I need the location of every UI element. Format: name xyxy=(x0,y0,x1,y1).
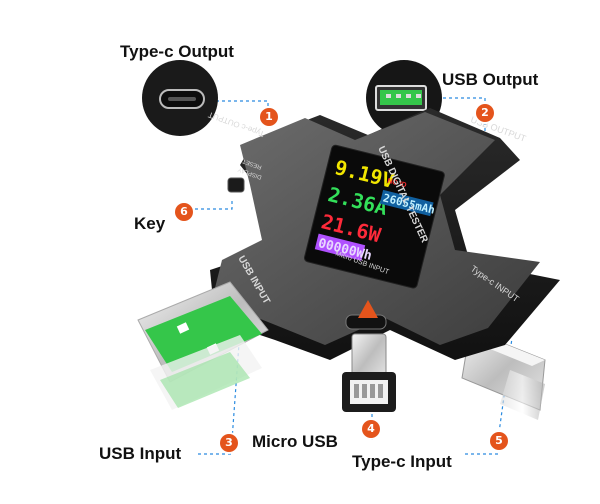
lcd-screen: 9.19V 2.36A 21.6W 00000Wh NO ID 26055mAh xyxy=(303,144,445,289)
typec-output-thumbnail xyxy=(142,60,218,136)
typec-input-label: Type-c Input xyxy=(352,452,452,471)
callout-2-badge: 2 xyxy=(476,104,494,122)
typec-output-port-label: Type-c OUTPUT xyxy=(207,110,266,139)
usb-input-label: USB Input xyxy=(99,444,182,463)
callout-6-badge: 6 xyxy=(175,203,193,221)
side-key xyxy=(227,177,245,193)
micro-usb-adapter xyxy=(342,300,396,412)
key-label: Key xyxy=(134,214,166,233)
typec-output-label: Type-c Output xyxy=(120,42,234,61)
usb-output-label: USB Output xyxy=(442,70,539,89)
callout-5-badge: 5 xyxy=(490,432,508,450)
usb-input-plug xyxy=(137,281,269,410)
micro-usb-label: Micro USB xyxy=(252,432,338,451)
mode-readout: NO ID xyxy=(387,178,408,189)
callout-3-badge: 3 xyxy=(220,434,238,452)
callout-1-badge: 1 xyxy=(260,108,278,126)
callout-4-badge: 4 xyxy=(362,420,380,438)
